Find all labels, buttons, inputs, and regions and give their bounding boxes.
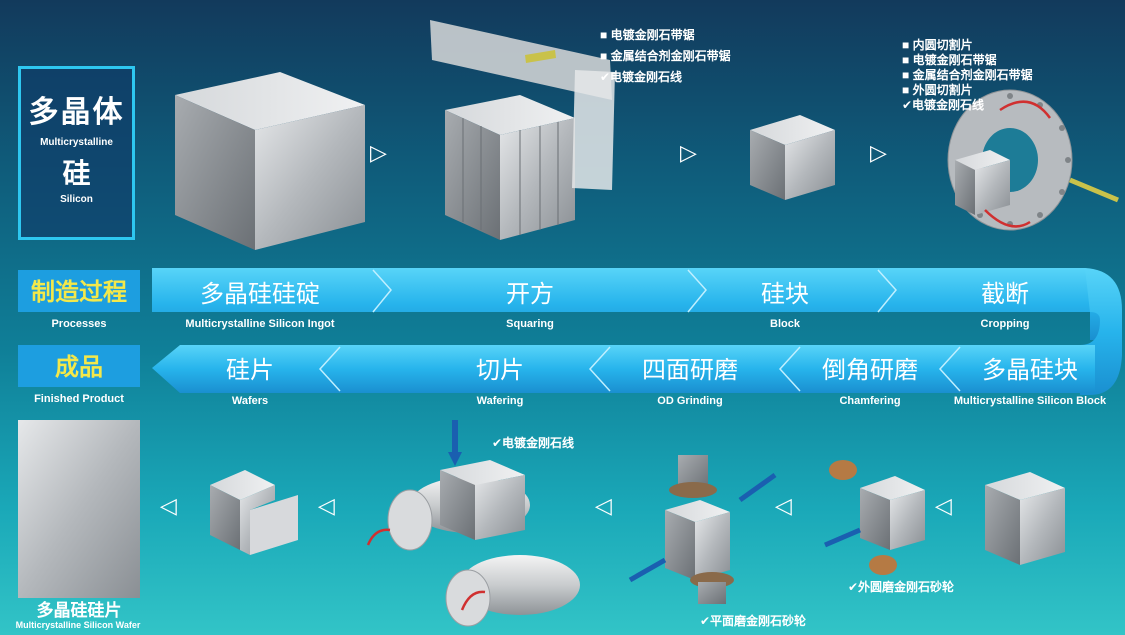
cropping-tool-1: ■ 内圆切割片 [902, 38, 973, 52]
step-chamfering-en: Chamfering [839, 395, 901, 407]
lower-process-band [152, 345, 1095, 393]
cropping-disc [947, 89, 1119, 231]
cropping-tools: ■ 内圆切割片 ■ 电镀金刚石带锯 ■ 金属结合剂金刚石带锯 ■ 外圆切割片 ✔… [902, 38, 1033, 113]
step-od-grinding-cn: 四面研磨 [642, 357, 738, 384]
chamfering-tool: ✔外圆磨金刚石砂轮 [848, 580, 955, 594]
squaring-tools: ■ 电镀金刚石带锯 ■ 金属结合剂金刚石带锯 ✔电镀金刚石线 [600, 28, 731, 85]
step-chamfering-cn: 倒角研磨 [822, 357, 918, 384]
step-silicon-block-en: Multicrystalline Silicon Block [953, 395, 1107, 407]
flow-arrow-left-1: ◁ [160, 493, 177, 518]
step-od-grinding-en: OD Grinding [657, 395, 723, 407]
block-cube [750, 115, 835, 200]
step-wafers-en: Wafers [231, 395, 269, 407]
flow-arrow-left-5: ◁ [935, 493, 952, 518]
step-squaring-cn: 开方 [506, 281, 554, 308]
product-label-bg [18, 345, 140, 387]
flow-arrow-left-2: ◁ [318, 493, 335, 518]
title-cn-main: 多晶体 [28, 96, 125, 129]
squaring-tool-3: ✔电镀金刚石线 [600, 70, 683, 84]
squaring-tool-1: ■ 电镀金刚石带锯 [600, 28, 695, 42]
step-block-en: Block [770, 318, 800, 330]
product-label-en: Finished Product [34, 393, 124, 405]
title-en-sub: Silicon [60, 194, 93, 205]
silicon-block-cube [985, 472, 1065, 565]
wafer-texture [18, 420, 140, 598]
squaring-tool-2: ■ 金属结合剂金刚石带锯 [600, 49, 731, 63]
wafering-tool: ✔电镀金刚石线 [492, 436, 575, 450]
step-wafering-en: Wafering [476, 395, 524, 407]
wafers-illustration [210, 470, 298, 555]
title-cn-sub: 硅 [62, 158, 91, 189]
flow-arrow-right-2: ▷ [680, 140, 697, 165]
process-label-cn: 制造过程 [31, 279, 127, 306]
squaring-illustration [430, 20, 615, 240]
title-box: 多晶体 Multicrystalline 硅 Silicon [18, 66, 135, 240]
flow-arrow-left-4: ◁ [775, 493, 792, 518]
process-label-bg [18, 270, 140, 312]
step-wafers-cn: 硅片 [226, 357, 274, 384]
step-squaring-en: Squaring [506, 318, 554, 330]
upper-band-bar [152, 268, 1118, 340]
od-grinding-illustration [628, 455, 777, 604]
wafering-illustration [366, 420, 580, 627]
cropping-tool-2: ■ 电镀金刚石带锯 [902, 53, 997, 67]
flow-arrow-right-1: ▷ [370, 140, 387, 165]
step-cropping-cn: 截断 [981, 281, 1029, 308]
step-block-cn: 硅块 [761, 281, 809, 308]
final-product-en: Multicrystalline Silicon Wafer [15, 620, 141, 630]
process-label-en: Processes [51, 318, 107, 330]
ingot-cube [175, 72, 365, 250]
lower-band-bar [152, 345, 1095, 393]
product-label-cn: 成品 [55, 354, 103, 381]
flow-arrow-left-3: ◁ [595, 493, 612, 518]
title-en-main: Multicrystalline [40, 137, 113, 148]
cropping-tool-5: ✔电镀金刚石线 [902, 98, 985, 112]
upper-chevrons [372, 269, 897, 313]
chamfering-illustration [824, 460, 925, 575]
cropping-tool-4: ■ 外圆切割片 [902, 83, 973, 97]
flow-arrow-right-3: ▷ [870, 140, 887, 165]
lower-chevrons [318, 346, 961, 392]
cropping-tool-3: ■ 金属结合剂金刚石带锯 [902, 68, 1033, 82]
grinding-tool: ✔平面磨金刚石砂轮 [700, 614, 807, 628]
step-silicon-block-cn: 多晶硅块 [982, 357, 1078, 384]
step-ingot-en: Multicrystalline Silicon Ingot [185, 318, 335, 330]
step-ingot-cn: 多晶硅硅碇 [200, 281, 320, 308]
step-cropping-en: Cropping [980, 318, 1030, 330]
final-product-cn: 多晶硅硅片 [36, 601, 122, 620]
step-wafering-cn: 切片 [476, 357, 524, 384]
